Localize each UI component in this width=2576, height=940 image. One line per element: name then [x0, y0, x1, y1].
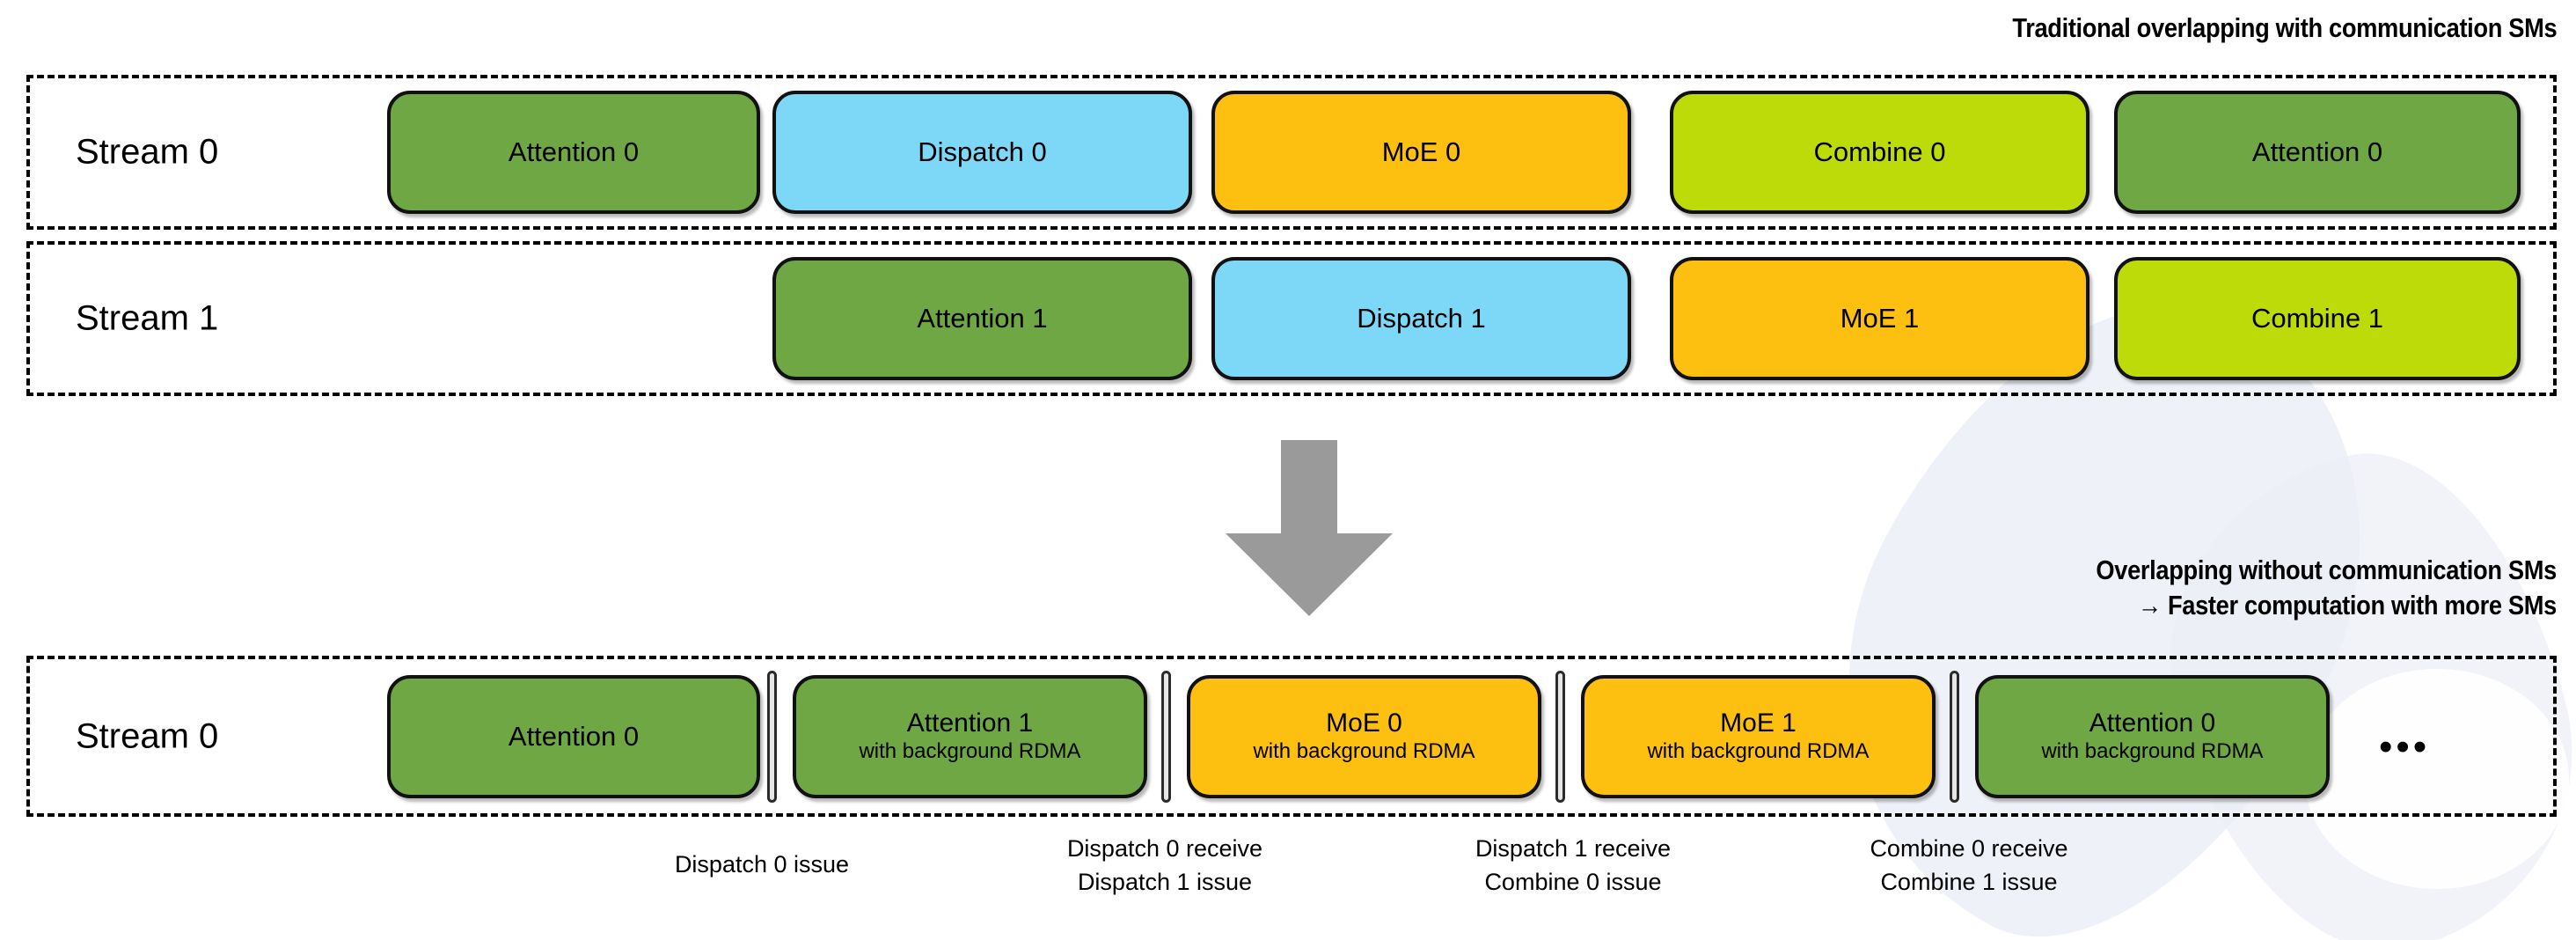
caption-line-1: Combine 0 receive [1870, 835, 2068, 862]
block-top-1-0: Attention 1 [772, 257, 1192, 380]
block-subtitle: with background RDMA [859, 739, 1081, 763]
block-subtitle: with background RDMA [1253, 739, 1475, 763]
lane-label-stream1-top: Stream 1 [76, 298, 219, 338]
down-arrow-icon [1226, 440, 1393, 616]
block-top-1-3: Combine 1 [2114, 257, 2521, 380]
caption-line-1: Dispatch 0 issue [674, 851, 850, 878]
block-title: Attention 1 [917, 303, 1048, 334]
block-separator [767, 671, 777, 803]
block-title: MoE 1 [1720, 709, 1797, 738]
block-subtitle: with background RDMA [1647, 739, 1870, 763]
block-title: Combine 1 [2251, 303, 2383, 334]
block-bottom-0: Attention 0 [387, 675, 760, 798]
block-title: Attention 0 [2251, 136, 2383, 167]
top-section-heading: Traditional overlapping with communicati… [2012, 12, 2557, 43]
lane-label-stream0-bottom: Stream 0 [76, 716, 219, 755]
block-title: Attention 0 [2089, 709, 2216, 738]
bottom-heading-line-1: Overlapping without communication SMs [2096, 554, 2557, 585]
lane-stream0-traditional: Stream 0 [26, 75, 2557, 230]
caption-line-2: Combine 1 issue [1880, 869, 2058, 895]
block-title: MoE 1 [1840, 303, 1920, 334]
caption-line-1: Dispatch 1 receive [1475, 835, 1672, 862]
block-title: MoE 0 [1326, 709, 1402, 738]
lane-label-stream0-top: Stream 0 [76, 132, 219, 172]
block-top-1-2: MoE 1 [1670, 257, 2089, 380]
bottom-section-heading: Overlapping without communication SMs → … [2096, 553, 2557, 623]
block-title: Dispatch 1 [1357, 303, 1486, 334]
block-title: Dispatch 0 [918, 136, 1047, 167]
block-top-0-3: Combine 0 [1670, 91, 2089, 214]
block-title: Attention 1 [906, 709, 1034, 738]
caption-0: Dispatch 0 issue [533, 848, 991, 881]
block-top-0-1: Dispatch 0 [772, 91, 1192, 214]
row-ellipsis: ••• [2379, 725, 2431, 768]
block-title: MoE 0 [1381, 136, 1461, 167]
block-top-1-1: Dispatch 1 [1211, 257, 1631, 380]
block-separator [1161, 671, 1171, 803]
block-title: Attention 0 [508, 721, 640, 752]
caption-line-2: Dispatch 1 issue [1077, 869, 1253, 895]
block-separator [1950, 671, 1959, 803]
block-top-0-0: Attention 0 [387, 91, 760, 214]
block-title: Attention 0 [508, 136, 640, 167]
block-separator [1555, 671, 1565, 803]
bottom-heading-line-2: → Faster computation with more SMs [2137, 590, 2557, 621]
block-subtitle: with background RDMA [2041, 739, 2264, 763]
block-top-0-2: MoE 0 [1211, 91, 1631, 214]
block-title: Combine 0 [1813, 136, 1946, 167]
block-top-0-4: Attention 0 [2114, 91, 2521, 214]
caption-line-1: Dispatch 0 receive [1066, 835, 1263, 862]
lane-stream1-traditional: Stream 1 [26, 241, 2557, 396]
caption-line-2: Combine 0 issue [1484, 869, 1662, 895]
